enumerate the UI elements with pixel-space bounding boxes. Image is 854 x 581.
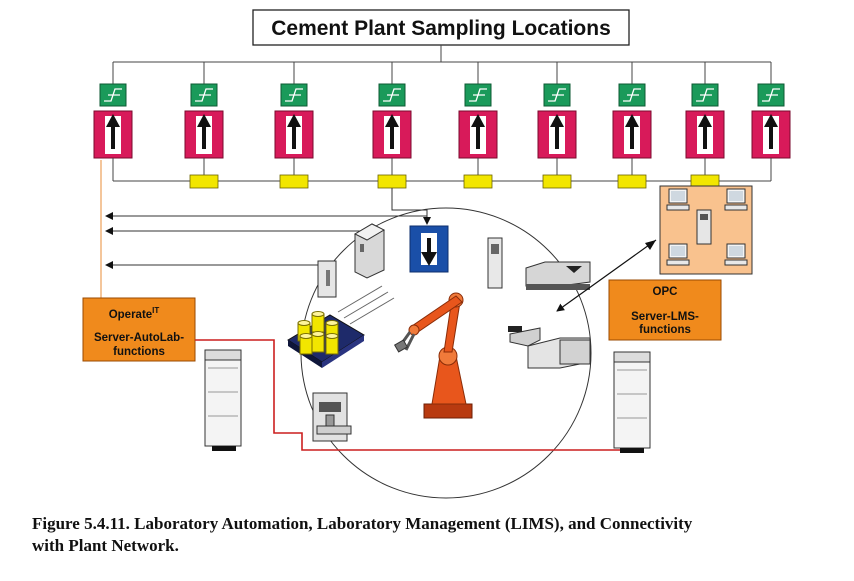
sampler-icon xyxy=(372,110,412,159)
xrf-analyzer xyxy=(508,326,591,369)
lms-network-panel xyxy=(659,185,753,275)
lms-workstations xyxy=(666,188,748,266)
workstation-icon xyxy=(666,243,690,266)
sample-cup xyxy=(311,311,325,333)
conveyor-blocks xyxy=(189,174,720,189)
sampling-station xyxy=(612,62,652,181)
figure-caption: Figure 5.4.11. Laboratory Automation, La… xyxy=(32,513,832,557)
analyzer-signal-icon xyxy=(691,83,719,107)
return-arrows xyxy=(105,212,427,269)
opc-server-label: Server-LMS- xyxy=(631,311,699,323)
workstation-icon xyxy=(724,243,748,266)
operate-functions-label: functions xyxy=(113,346,165,358)
operate-label: OperateIT xyxy=(109,306,160,321)
diagram-title: Cement Plant Sampling Locations xyxy=(271,17,611,40)
conveyor-block xyxy=(617,174,647,189)
sample-cup xyxy=(299,333,313,355)
workstation-icon xyxy=(666,188,690,211)
sample-receiver xyxy=(409,225,449,273)
crusher-unit xyxy=(317,260,337,298)
opc-functions-label: functions xyxy=(639,324,691,336)
sampling-station xyxy=(751,62,791,181)
left-server-tower xyxy=(204,349,242,451)
conveyor-block xyxy=(463,174,493,189)
sampling-station xyxy=(93,62,133,181)
conveyor-block xyxy=(542,174,572,189)
sampler-icon xyxy=(274,110,314,159)
analyzer-signal-icon xyxy=(464,83,492,107)
conveyor-block xyxy=(189,174,219,189)
analyzer-signal-icon xyxy=(543,83,571,107)
opc-label: OPC xyxy=(653,286,678,298)
industrial-robot xyxy=(393,292,473,419)
sampler-icon xyxy=(612,110,652,159)
conveyor-block xyxy=(279,174,309,189)
plant-network-cable xyxy=(195,339,624,451)
title-box: Cement Plant Sampling Locations xyxy=(252,9,630,46)
operate-server-label: Server-AutoLab- xyxy=(94,332,184,344)
feed-line xyxy=(391,188,431,225)
sample-cups xyxy=(297,311,339,355)
sampling-station xyxy=(458,62,498,181)
analyzer-signal-icon xyxy=(618,83,646,107)
sampler-icon xyxy=(184,110,224,159)
sample-cup xyxy=(311,331,325,353)
analyzer-signal-icon xyxy=(280,83,308,107)
right-server-tower xyxy=(613,351,651,453)
workstation-icon xyxy=(724,188,748,211)
sampler-icon xyxy=(458,110,498,159)
sampling-station xyxy=(184,62,224,181)
sampling-station xyxy=(274,62,314,181)
sampling-station xyxy=(372,62,412,181)
operate-server-box: OperateIT Server-AutoLab- functions xyxy=(82,297,196,362)
sampling-station xyxy=(685,62,725,181)
sampler-icon xyxy=(685,110,725,159)
sampling-stations xyxy=(93,62,791,181)
sample-preparation-cabinet xyxy=(353,223,386,279)
sampler-icon xyxy=(93,110,133,159)
conveyor-block xyxy=(377,174,407,189)
grinding-mill xyxy=(525,261,591,290)
analyzer-signal-icon xyxy=(757,83,785,107)
sampler-icon xyxy=(751,110,791,159)
sample-cup xyxy=(325,333,339,355)
title-distribution-lines xyxy=(113,45,771,63)
analyzer-signal-icon xyxy=(378,83,406,107)
opc-server-box: OPC Server-LMS- functions xyxy=(608,279,722,341)
analyzer-signal-icon xyxy=(99,83,127,107)
sampler-icon xyxy=(537,110,577,159)
analyzer-signal-icon xyxy=(190,83,218,107)
caption-line-1: Figure 5.4.11. Laboratory Automation, La… xyxy=(32,514,693,533)
sampling-station xyxy=(537,62,577,181)
analyzer-column xyxy=(487,237,503,289)
lms-link-arrow xyxy=(556,239,657,312)
pellet-press xyxy=(312,392,352,442)
caption-line-2: with Plant Network. xyxy=(32,536,179,555)
